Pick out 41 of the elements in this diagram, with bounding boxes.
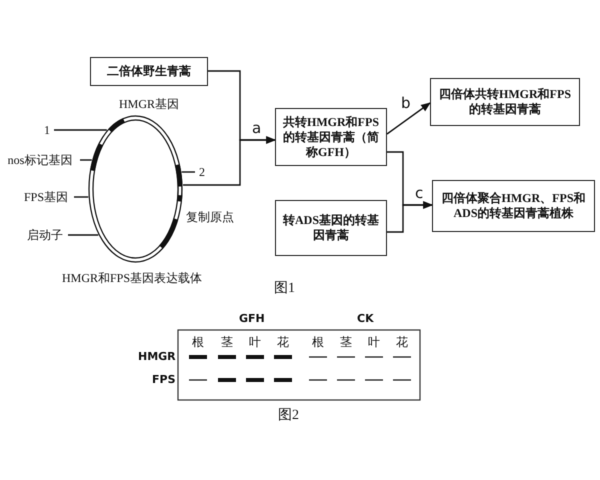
process-box [432, 180, 595, 232]
leader-line [80, 159, 92, 161]
process-box [90, 57, 208, 86]
part-label: 启动子 [27, 228, 63, 242]
box-text: 四倍体共转HMGR和FPS的转基因青蒿 [438, 87, 572, 117]
lane-label: 叶 [368, 336, 380, 348]
part-label: HMGR基因 [119, 98, 180, 110]
lane-label: 根 [192, 336, 204, 348]
figure-label: 图2 [278, 409, 299, 423]
process-box [430, 78, 580, 126]
part-label: FPS基因 [24, 190, 68, 204]
box-text: 四倍体聚合HMGR、FPS和ADS的转基因青蒿植株 [440, 191, 586, 221]
arrow [182, 136, 276, 186]
plasmid-ring-drawing [88, 115, 183, 263]
lane-label: 茎 [340, 336, 352, 348]
process-box [275, 108, 387, 166]
edge-label: b [400, 96, 412, 111]
box-text: 转ADS基因的转基因青蒿 [282, 213, 380, 243]
leader-line [74, 196, 88, 198]
vector-caption: HMGR和FPS基因表达载体 [62, 272, 202, 284]
leader-line [54, 129, 107, 131]
lane-label: 叶 [249, 336, 261, 348]
arrow [387, 201, 433, 233]
process-box [275, 200, 387, 256]
box-text: 共转HMGR和FPS的转基因青蒿（简称GFH） [282, 114, 380, 160]
lane-label: 根 [312, 336, 324, 348]
box-text: 二倍体野生青蒿 [107, 64, 191, 79]
arrow [386, 102, 431, 135]
part-label: nos标记基因 [8, 152, 72, 168]
row-label: HMGR [138, 351, 176, 362]
lane-label: 花 [396, 336, 408, 348]
column-group-label: GFH [239, 313, 265, 324]
part-label: 1 [44, 122, 50, 138]
leader-line [68, 234, 98, 236]
part-label: 2 [199, 164, 205, 180]
lane-label: 茎 [221, 336, 233, 348]
figure-label: 图1 [274, 282, 295, 296]
row-label: FPS [152, 374, 176, 385]
lane-label: 花 [277, 336, 289, 348]
column-group-label: CK [357, 313, 374, 324]
leader-line [182, 171, 195, 173]
